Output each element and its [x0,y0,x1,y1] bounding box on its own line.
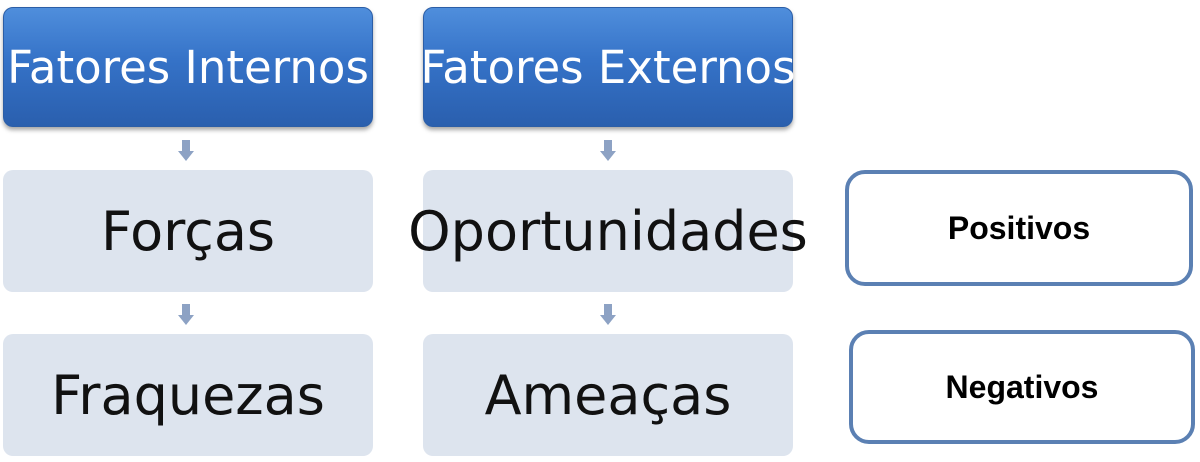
positive-tag: Positivos [845,170,1193,286]
down-arrow-icon [600,140,616,162]
threats-label: Ameaças [484,363,732,427]
weaknesses-label: Fraquezas [51,363,325,427]
down-arrow-icon [600,304,616,326]
external-factors-label: Fatores Externos [420,40,796,94]
weaknesses-box: Fraquezas [3,334,373,456]
threats-box: Ameaças [423,334,793,456]
down-arrow-icon [178,140,194,162]
internal-factors-label: Fatores Internos [7,40,369,94]
opportunities-box: Oportunidades [408,170,808,292]
down-arrow-icon [178,304,194,326]
negative-label: Negativos [945,368,1099,405]
opportunities-label: Oportunidades [408,199,808,263]
strengths-label: Forças [100,199,276,263]
positive-label: Positivos [947,209,1091,246]
strengths-box: Forças [3,170,373,292]
external-factors-header: Fatores Externos [420,7,796,127]
internal-factors-header: Fatores Internos [3,7,373,127]
negative-tag: Negativos [849,330,1195,444]
